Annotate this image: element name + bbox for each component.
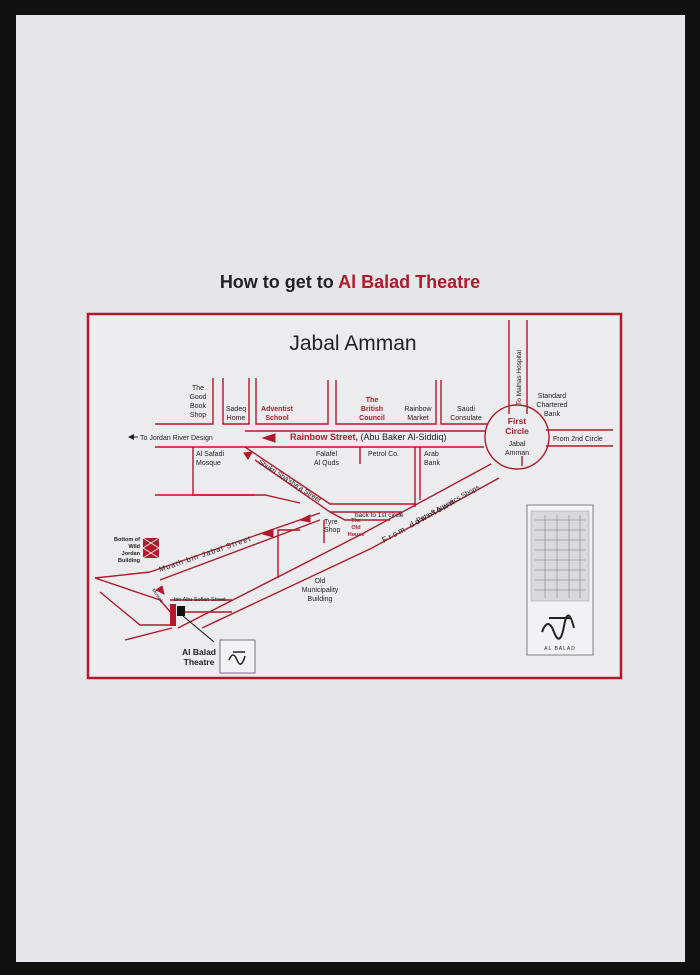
- theatre-building-icon: [177, 606, 185, 616]
- svg-text:Old: Old: [351, 525, 360, 531]
- svg-text:Falafel: Falafel: [316, 451, 337, 458]
- svg-text:Bank: Bank: [424, 460, 440, 467]
- from-2nd-circle-label: From 2nd Circle: [553, 436, 603, 443]
- svg-text:Standard: Standard: [538, 393, 567, 400]
- theatre-label: Al Balad Theatre: [182, 647, 216, 667]
- svg-text:School: School: [265, 415, 288, 422]
- logo-caption: AL BALAD: [544, 646, 576, 652]
- svg-text:Rainbow: Rainbow: [404, 406, 432, 413]
- svg-text:Jordan: Jordan: [122, 551, 141, 557]
- arabic-logo-icon: [541, 614, 575, 640]
- svg-text:House: House: [348, 532, 365, 538]
- direction-arrows: [155, 433, 311, 595]
- pointer-line: [182, 615, 215, 643]
- back-to-1st-circle-label: back to 1st circle: [355, 512, 404, 519]
- svg-text:Municipality: Municipality: [302, 587, 339, 594]
- svg-text:Al Balad: Al Balad: [182, 647, 216, 657]
- svg-text:Tyre: Tyre: [324, 519, 338, 526]
- svg-text:Adventist: Adventist: [261, 406, 294, 413]
- svg-text:Circle: Circle: [505, 426, 529, 436]
- svg-text:Theatre: Theatre: [184, 657, 215, 667]
- title-accent: Al Balad Theatre: [338, 272, 481, 292]
- landmarks-middle: Al Safadi Mosque Falafel Al Quds Petrol …: [196, 451, 440, 603]
- svg-text:First: First: [508, 416, 527, 426]
- svg-text:Shop: Shop: [190, 412, 206, 419]
- svg-text:Amman: Amman: [505, 450, 529, 457]
- small-logo-icon: [219, 639, 256, 674]
- svg-text:Wild: Wild: [128, 544, 140, 550]
- svg-text:Book: Book: [190, 403, 206, 410]
- svg-text:Sadeq: Sadeq: [226, 406, 246, 413]
- svg-text:Arab: Arab: [424, 451, 439, 458]
- svg-text:British: British: [361, 406, 383, 413]
- svg-text:Home: Home: [227, 415, 246, 422]
- svg-text:Shop: Shop: [324, 527, 340, 534]
- svg-text:Building: Building: [308, 596, 333, 603]
- svg-text:Good: Good: [189, 394, 206, 401]
- svg-text:Chartered: Chartered: [536, 402, 567, 409]
- svg-text:Old: Old: [315, 578, 326, 585]
- to-jordan-river-label: To Jordan River Design: [140, 435, 213, 442]
- wild-jordan-label: Bottom of Wild Jordan Building: [114, 537, 141, 564]
- svg-text:Consulate: Consulate: [450, 415, 482, 422]
- svg-text:Jabal: Jabal: [509, 441, 526, 448]
- al-balad-logo-box: AL BALAD: [526, 504, 594, 656]
- svg-text:Al Quds: Al Quds: [314, 460, 339, 467]
- abu-sufian-street-label: bin Abu Sufian Street: [174, 597, 226, 603]
- to-malhas-label: To Malhas Hospital: [516, 350, 523, 405]
- svg-text:Bank: Bank: [544, 411, 560, 418]
- wild-jordan-building-icon: [142, 537, 160, 559]
- area-name: Jabal Amman: [289, 332, 416, 355]
- theatre-road-marker: [170, 604, 176, 626]
- svg-text:Council: Council: [359, 415, 385, 422]
- street-lines: [94, 320, 613, 641]
- old-house-label: The Old House: [348, 518, 365, 538]
- svg-text:Bottom of: Bottom of: [114, 537, 140, 543]
- landmarks-top-red: Adventist School The British Council: [261, 397, 385, 422]
- svg-text:Saudi: Saudi: [457, 406, 475, 413]
- first-circle-label: First Circle Jabal Amman: [505, 416, 529, 457]
- landmarks-top: The Good Book Shop Sadeq Home Rainbow Ma…: [189, 385, 567, 422]
- svg-text:The: The: [192, 385, 204, 392]
- svg-text:Market: Market: [407, 415, 428, 422]
- rainbow-street-label: Rainbow Street, (Abu Baker Al-Siddiq): [290, 432, 447, 442]
- svg-text:Mosque: Mosque: [196, 460, 221, 467]
- title-prefix: How to get to: [219, 272, 339, 292]
- svg-text:The: The: [351, 518, 361, 524]
- svg-text:Petrol Co.: Petrol Co.: [368, 451, 399, 458]
- arrow-head-icon: [128, 434, 134, 440]
- svg-text:Building: Building: [118, 558, 140, 564]
- svg-text:Al Safadi: Al Safadi: [196, 451, 224, 458]
- page-title: How to get to Al Balad Theatre: [0, 272, 700, 293]
- svg-text:The: The: [366, 397, 379, 404]
